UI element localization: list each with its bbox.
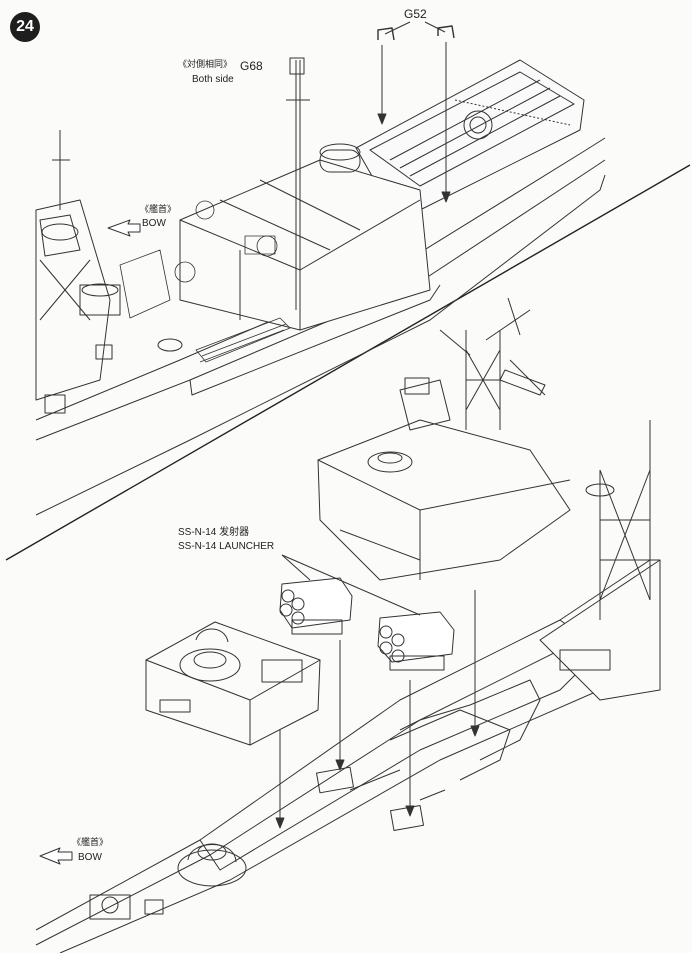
bottom-bow-arrow	[39, 847, 73, 865]
bottom-bow-label-cn: 《艦首》	[72, 837, 109, 847]
both-side-label-cn: 《対側相同》	[178, 59, 233, 69]
part-g52-pair	[377, 21, 455, 41]
bottom-bow-label-en: BOW	[78, 852, 102, 863]
both-side-label-en: Both side	[192, 74, 234, 85]
launcher-right	[377, 611, 455, 671]
top-bow-label-cn: 《艦首》	[140, 204, 177, 214]
launcher-label-cn: SS-N-14 发射器	[178, 527, 250, 538]
top-bow-arrow	[107, 219, 141, 237]
launcher-left	[279, 577, 353, 635]
bottom-hull-section	[35, 420, 661, 953]
step-number-badge: 24	[10, 12, 40, 42]
step-number: 24	[16, 18, 34, 35]
top-hull-section	[35, 57, 606, 516]
launcher-base-assembly	[145, 621, 321, 746]
bottom-arrows	[275, 590, 480, 829]
part-label-g52: G52	[404, 7, 427, 21]
bridge-superstructure	[317, 297, 571, 581]
panel-divider-line	[5, 164, 691, 561]
launcher-label-en: SS-N-14 LAUNCHER	[178, 541, 275, 552]
launcher-leader-lines	[281, 554, 421, 616]
part-label-g68: G68	[240, 59, 263, 73]
top-bow-label-en: BOW	[142, 218, 166, 229]
top-arrows	[377, 42, 451, 203]
